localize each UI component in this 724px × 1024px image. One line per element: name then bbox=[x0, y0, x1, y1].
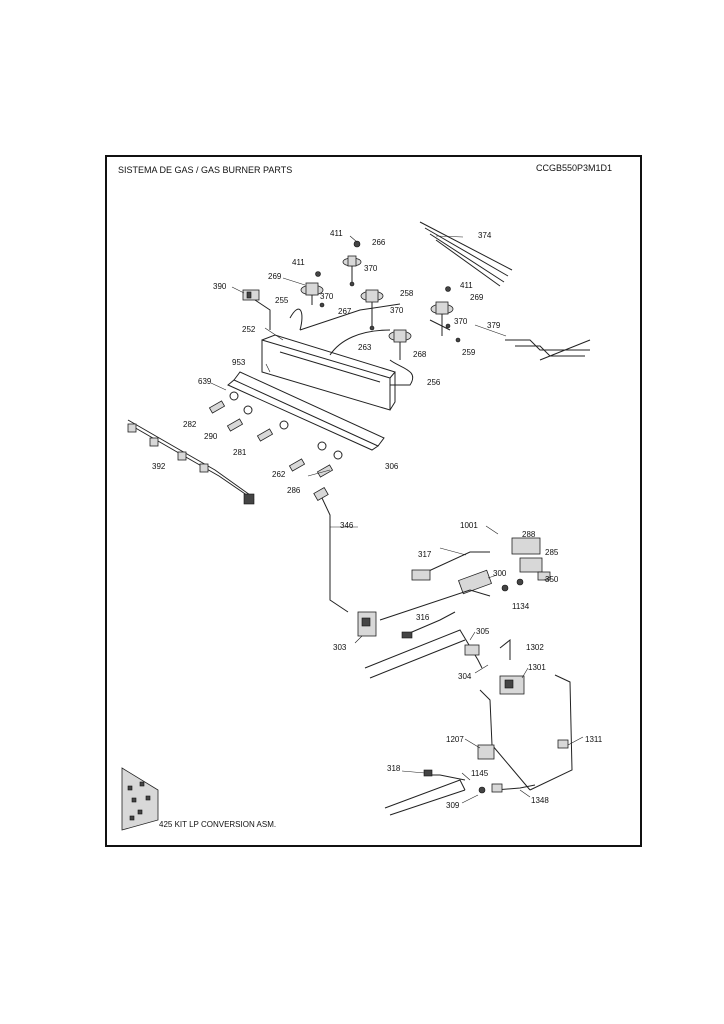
diagram-title: SISTEMA DE GAS / GAS BURNER PARTS bbox=[118, 165, 293, 175]
regulator-303 bbox=[357, 611, 377, 637]
label-350: 350 bbox=[545, 575, 559, 584]
label-411-right: 411 bbox=[460, 281, 473, 290]
label-255: 255 bbox=[275, 296, 289, 305]
label-1207: 1207 bbox=[446, 735, 464, 744]
burner-valve-266 bbox=[342, 240, 362, 284]
label-266: 266 bbox=[372, 238, 386, 247]
thermocouple-316 bbox=[401, 611, 456, 639]
label-259: 259 bbox=[462, 348, 476, 357]
label-390: 390 bbox=[213, 282, 227, 291]
label-290: 290 bbox=[204, 432, 218, 441]
burner-valve-269-left bbox=[300, 271, 324, 305]
wire-harness-379 bbox=[505, 339, 591, 361]
label-1348: 1348 bbox=[531, 796, 549, 805]
manifold-953 bbox=[261, 334, 396, 411]
label-370-left: 370 bbox=[320, 292, 334, 301]
label-1301: 1301 bbox=[528, 663, 546, 672]
label-392: 392 bbox=[152, 462, 166, 471]
label-309: 309 bbox=[446, 801, 460, 810]
label-411-mid: 411 bbox=[292, 258, 305, 267]
label-639: 639 bbox=[198, 377, 212, 386]
label-269-left: 269 bbox=[268, 272, 282, 281]
label-370-top: 370 bbox=[364, 264, 378, 273]
label-318: 318 bbox=[387, 764, 401, 773]
label-285: 285 bbox=[545, 548, 559, 557]
label-lp-kit: 425 KIT LP CONVERSION ASM. bbox=[159, 820, 276, 829]
diagram-frame bbox=[105, 155, 642, 847]
label-370-mid: 370 bbox=[390, 306, 404, 315]
label-268: 268 bbox=[413, 350, 427, 359]
label-286: 286 bbox=[287, 486, 301, 495]
label-1302: 1302 bbox=[526, 643, 544, 652]
label-370-right: 370 bbox=[454, 317, 468, 326]
regulator-1301 bbox=[499, 638, 525, 695]
label-346: 346 bbox=[340, 521, 354, 530]
wire-harness-392 bbox=[127, 419, 255, 505]
lp-kit-bag bbox=[121, 767, 159, 831]
label-317: 317 bbox=[418, 550, 432, 559]
label-374: 374 bbox=[478, 231, 492, 240]
valve-group-300 bbox=[379, 537, 551, 621]
model-number: CCGB550P3M1D1 bbox=[536, 163, 613, 173]
burner-valve-267 bbox=[360, 289, 384, 326]
label-411-top: 411 bbox=[330, 229, 343, 238]
valve-group-1145 bbox=[384, 744, 536, 816]
label-258: 258 bbox=[400, 289, 414, 298]
burner-valve-269-right bbox=[430, 286, 454, 336]
gas-pipe-1311 bbox=[479, 674, 573, 791]
label-282: 282 bbox=[183, 420, 197, 429]
label-306: 306 bbox=[385, 462, 399, 471]
label-303: 303 bbox=[333, 643, 347, 652]
support-305 bbox=[364, 629, 483, 679]
washer-parts bbox=[319, 281, 461, 343]
bracket-390 bbox=[242, 289, 260, 301]
label-1134: 1134 bbox=[512, 602, 530, 611]
manifold-306 bbox=[227, 371, 385, 451]
label-1001: 1001 bbox=[460, 521, 478, 530]
wire-harness-374 bbox=[419, 221, 513, 287]
label-267: 267 bbox=[338, 307, 352, 316]
label-262: 262 bbox=[272, 470, 286, 479]
label-1311: 1311 bbox=[585, 735, 603, 744]
label-379: 379 bbox=[487, 321, 501, 330]
label-281: 281 bbox=[233, 448, 247, 457]
label-252: 252 bbox=[242, 325, 256, 334]
gas-tubes-top bbox=[254, 299, 451, 386]
label-269-right: 269 bbox=[470, 293, 484, 302]
label-256: 256 bbox=[427, 378, 441, 387]
label-300: 300 bbox=[493, 569, 507, 578]
orifices bbox=[208, 391, 343, 478]
label-288: 288 bbox=[522, 530, 536, 539]
label-263: 263 bbox=[358, 343, 372, 352]
burner-valve-268 bbox=[388, 329, 412, 360]
label-1145: 1145 bbox=[471, 769, 489, 778]
label-305: 305 bbox=[476, 627, 490, 636]
leader-lines bbox=[210, 235, 584, 804]
gas-pipe-346 bbox=[313, 486, 349, 613]
label-316: 316 bbox=[416, 613, 430, 622]
label-953: 953 bbox=[232, 358, 246, 367]
label-304: 304 bbox=[458, 672, 472, 681]
